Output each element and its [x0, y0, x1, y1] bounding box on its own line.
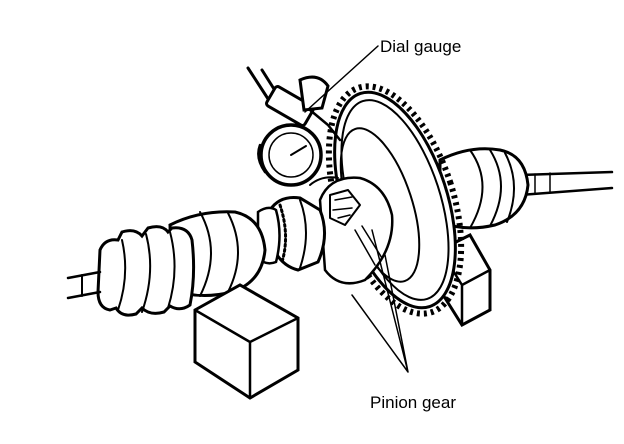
pinion-gear-label: Pinion gear: [370, 393, 456, 412]
left-support-block: [193, 283, 300, 400]
dial-gauge: [246, 66, 342, 187]
right-bearing-housing: [438, 147, 530, 230]
left-axle-shaft: [66, 270, 102, 300]
pinion-gear: [268, 196, 326, 272]
right-axle-shaft: [518, 170, 614, 197]
left-boot: [96, 225, 196, 317]
leader-lines: [304, 45, 409, 373]
differential-case: [309, 176, 394, 285]
dial-gauge-label: Dial gauge: [380, 37, 461, 56]
